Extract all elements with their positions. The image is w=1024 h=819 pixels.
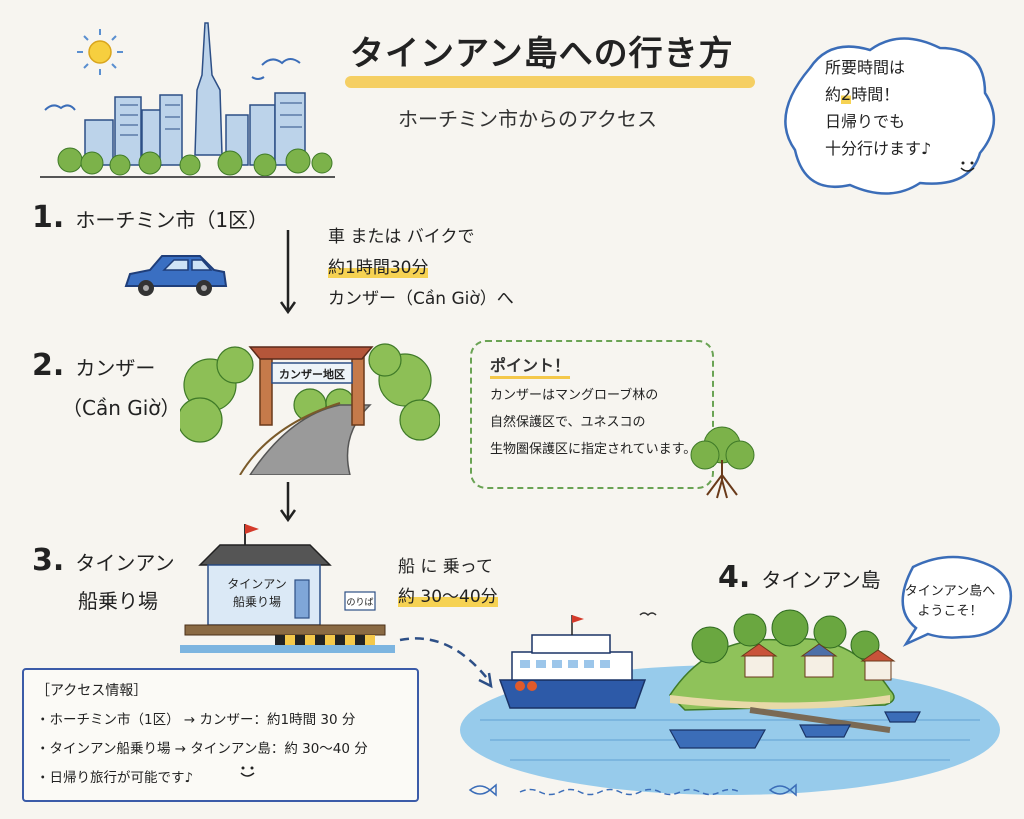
step-3-label-sub: 船乗り場 [78, 589, 158, 613]
step-4: 4. タインアン島 [718, 560, 881, 595]
leg-1-duration: 約1時間30分 [328, 258, 429, 278]
step-2-label: カンザー [75, 356, 156, 380]
time-cloud-bubble [784, 37, 996, 195]
down-arrow-icon [279, 230, 297, 315]
city-skyline-illustration [40, 22, 335, 178]
step-4-label: タインアン島 [761, 568, 881, 592]
welcome-text: タインアン島へ ようこそ！ [895, 582, 1005, 622]
gate-sign: カンザー地区 [279, 368, 345, 381]
access-info-box [22, 668, 419, 802]
access-info-item: ・タインアン船乗り場 → タインアン島：約 30～40 分 [36, 741, 368, 757]
leg-2-line1: 船 に 乗って [398, 557, 493, 577]
point-note-line2: 自然保護区で、ユネスコの [490, 415, 646, 430]
step-2: 2. カンザー [32, 348, 155, 383]
point-note-line1: カンザーはマングローブ林の [490, 388, 659, 403]
smile-icon [240, 766, 255, 777]
step-3-label: タインアン [75, 551, 175, 575]
dashed-route-arrow-icon [399, 637, 493, 689]
step-3: 3. タインアン [32, 543, 175, 578]
sun-icon [77, 29, 123, 75]
point-note-line3: 生物圏保護区に指定されています。 [490, 442, 697, 457]
step-4-number: 4. [718, 560, 751, 595]
leg-2-duration: 約 30～40分 [398, 587, 498, 607]
mangrove-tree-icon [690, 426, 755, 499]
time-line2-suffix: 時間！ [851, 85, 900, 104]
island-ferry-illustration [460, 609, 1000, 797]
page-subtitle: ホーチミン市からのアクセス [398, 107, 657, 131]
ferry-icon [498, 615, 647, 709]
car-icon [124, 255, 228, 296]
pier-building-illustration [180, 524, 395, 653]
time-line3: 日帰りでも [825, 112, 906, 131]
step-1-label: ホーチミン市（1区） [75, 208, 269, 232]
time-line2: 約2時間！ [825, 81, 975, 108]
welcome-line2: ようこそ！ [917, 604, 983, 619]
leg-1-line1: 車 または バイクで [328, 227, 475, 247]
page-title: タインアン島への行き方 [350, 34, 734, 74]
smile-icon [960, 161, 975, 172]
time-line2-prefix: 約 [825, 85, 842, 104]
step-2-number: 2. [32, 348, 65, 383]
pier-building-line1: タインアン [227, 577, 287, 591]
time-line1: 所要時間は [825, 58, 906, 77]
step-1: 1. ホーチミン市（1区） [32, 200, 268, 235]
time-line2-highlight: 2 [841, 85, 852, 104]
pier-building-label: タインアン 船乗り場 [212, 575, 302, 611]
step-3-number: 3. [32, 543, 65, 578]
down-arrow-icon [279, 482, 297, 523]
step-1-number: 1. [32, 200, 65, 235]
small-boat-icon [668, 711, 921, 749]
step-2-label-sub: （Cần Giờ） [62, 396, 181, 420]
fish-icon [468, 783, 797, 797]
welcome-speech-bubble [901, 555, 1013, 647]
welcome-line1: タインアン島へ [904, 584, 996, 599]
leg-1-line3: カンザー（Cần Giờ）へ [328, 289, 514, 309]
access-info-item: ・ホーチミン市（1区） → カンザー：約1時間 30 分 [36, 712, 356, 728]
pier-building-line2: 船乗り場 [232, 595, 281, 609]
time-line4: 十分行けます♪ [825, 139, 932, 158]
point-note-body: カンザーはマングローブ林の 自然保護区で、ユネスコの 生物圏保護区に指定されてい… [490, 382, 705, 463]
seagull-icon [639, 612, 657, 617]
can-gio-gate-illustration [180, 343, 440, 475]
point-note-box [470, 340, 714, 489]
time-bubble-text: 所要時間は 約2時間！ 日帰りでも 十分行けます♪ [825, 54, 975, 162]
leg-1-text: 車 または バイクで 約1時間30分 カンザー（Cần Giờ）へ [328, 222, 514, 315]
title-underline [345, 76, 755, 88]
access-info-heading: ［アクセス情報］ [36, 683, 148, 699]
boarding-sign: のりば [346, 598, 374, 608]
point-note-title: ポイント！ [490, 352, 571, 379]
access-info-item: ・日帰り旅行が可能です♪ [36, 770, 194, 786]
leg-2-text: 船 に 乗って 約 30～40分 [398, 552, 498, 612]
